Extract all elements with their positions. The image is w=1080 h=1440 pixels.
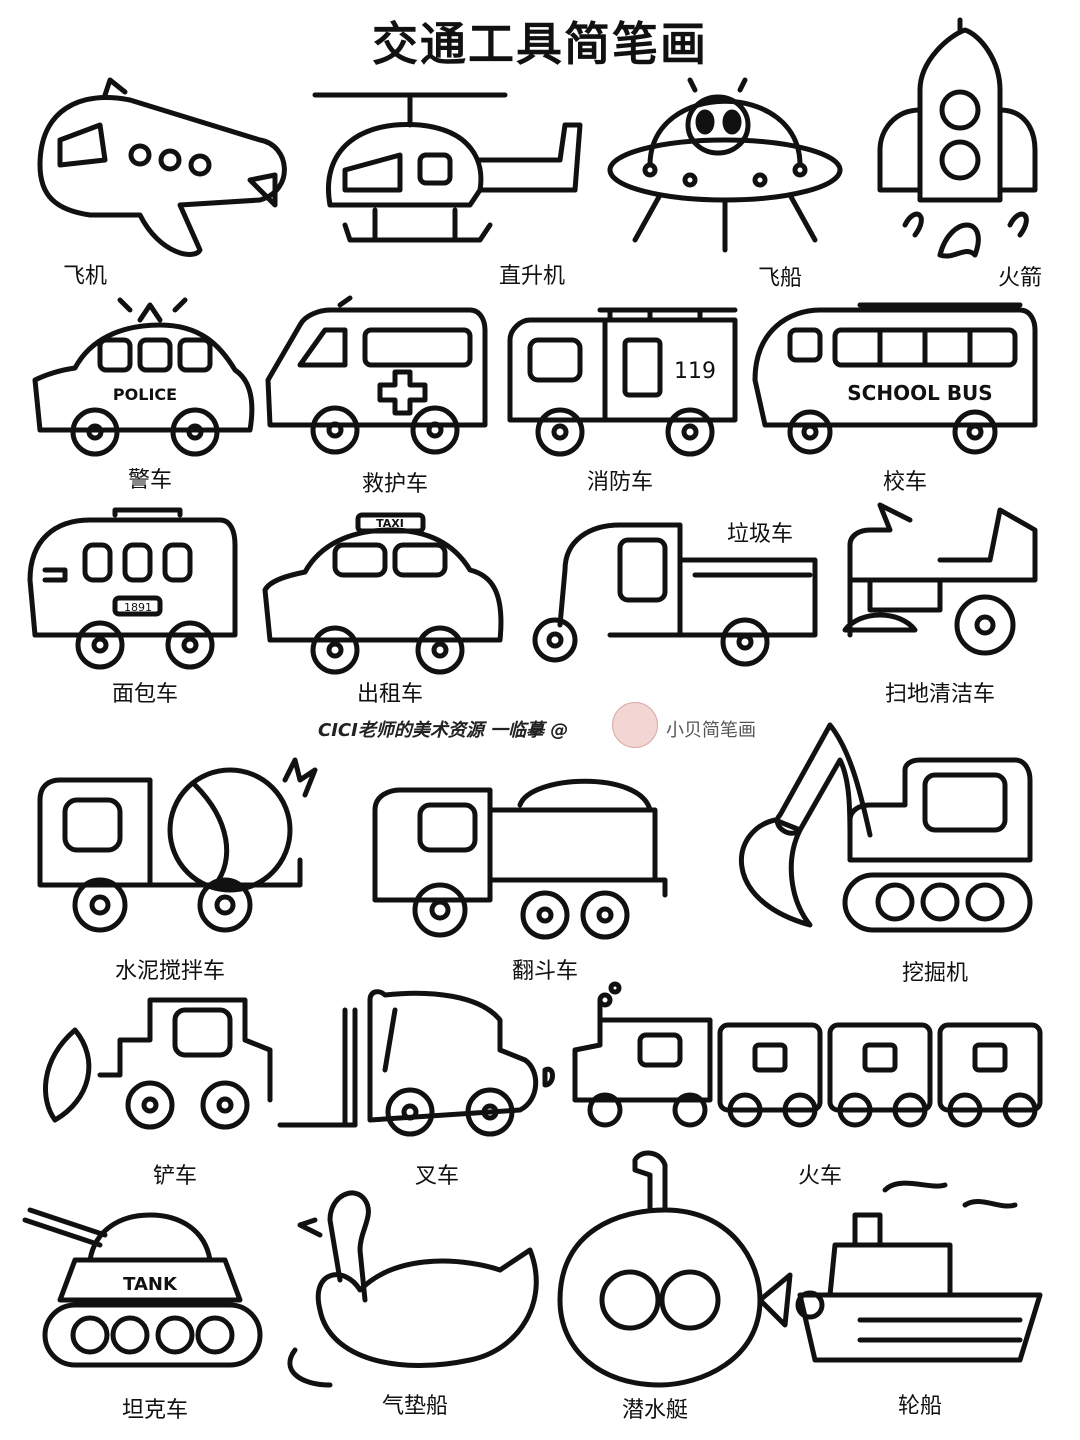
excavator-drawing — [738, 722, 1033, 933]
fire-number: 119 — [674, 359, 716, 384]
label-plane: 飞机 — [62, 264, 108, 289]
label-forklift: 叉车 — [414, 1164, 460, 1189]
avatar — [612, 702, 658, 748]
plane-drawing — [37, 77, 287, 257]
cement-mixer-drawing — [37, 757, 318, 933]
minibus-plate: 1891 — [124, 601, 152, 614]
minibus-drawing — [27, 507, 238, 670]
taxi-drawing — [262, 512, 504, 675]
label-fire-truck: 消防车 — [586, 470, 654, 495]
label-dump-truck: 翻斗车 — [511, 959, 579, 984]
label-taxi: 出租车 — [356, 682, 424, 707]
label-excavator: 挖掘机 — [901, 961, 969, 986]
tank-sign: TANK — [123, 1274, 178, 1295]
police-sign: POLICE — [113, 385, 177, 404]
label-tank: 坦克车 — [121, 1398, 189, 1423]
label-bulldozer: 铲车 — [152, 1164, 198, 1189]
label-ambulance: 救护车 — [361, 472, 429, 497]
ship-drawing — [795, 1180, 1043, 1363]
bus-sign: SCHOOL BUS — [847, 381, 992, 405]
police-car-drawing — [32, 297, 255, 457]
ambulance-drawing — [265, 295, 488, 455]
label-train: 火车 — [797, 1164, 843, 1189]
label-spaceship: 飞船 — [757, 266, 803, 291]
spaceship-drawing — [607, 77, 843, 253]
label-police-car: 警车 — [127, 468, 173, 493]
tank-drawing — [22, 1207, 263, 1368]
label-garbage-truck: 垃圾车 — [726, 522, 794, 547]
street-sweeper-drawing — [842, 502, 1038, 656]
label-swan-boat: 气垫船 — [381, 1394, 449, 1419]
label-submarine: 潜水艇 — [621, 1398, 689, 1423]
label-cement-mixer: 水泥搅拌车 — [114, 959, 226, 984]
dump-truck-drawing — [372, 778, 668, 940]
garbage-truck-drawing — [532, 522, 818, 667]
train-drawing — [572, 981, 1043, 1128]
label-minibus: 面包车 — [111, 682, 179, 707]
helicopter-drawing — [312, 92, 583, 243]
label-ship: 轮船 — [897, 1394, 943, 1419]
forklift-drawing — [277, 989, 555, 1137]
taxi-sign: TAXI — [376, 517, 404, 530]
label-school-bus: 校车 — [882, 470, 928, 495]
page-title: 交通工具简笔画 — [372, 17, 708, 71]
label-rocket: 火箭 — [997, 266, 1043, 291]
rocket-drawing — [877, 17, 1038, 259]
submarine-drawing — [557, 1150, 793, 1388]
bulldozer-drawing — [43, 997, 273, 1130]
credit-text: CICI老师的美术资源 一临摹 @ — [318, 720, 569, 741]
swan-boat-drawing — [287, 1190, 539, 1388]
school-bus-drawing — [752, 302, 1038, 455]
label-street-sweeper: 扫地清洁车 — [884, 682, 996, 707]
brand-name: 小贝简笔画 — [666, 720, 756, 741]
fire-truck-drawing — [507, 307, 738, 457]
label-helicopter: 直升机 — [498, 264, 566, 289]
